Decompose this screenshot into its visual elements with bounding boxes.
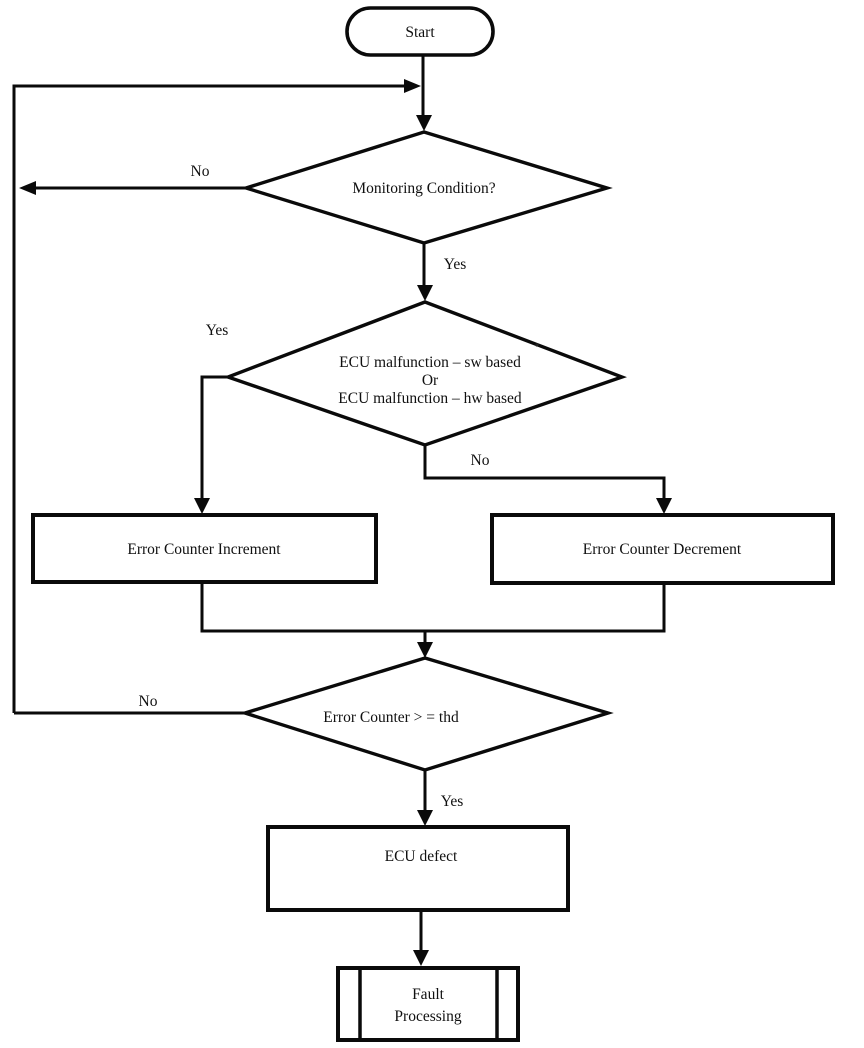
error-counter-decrement-process [490,513,835,585]
error-counter-decrement-label: Error Counter Decrement [583,541,742,558]
malfunction-no-label: No [471,452,490,469]
ecu-defect-process [266,825,570,912]
error-counter-threshold-decision [239,656,614,772]
arrowhead-feedback-junction [404,79,421,93]
arrowhead-into-decrement [656,498,672,514]
ecu-malfunction-label-line1: ECU malfunction – sw based [339,354,521,371]
threshold-yes-label: Yes [441,793,464,810]
arrowhead-into-defect [417,810,433,826]
arrowhead-into-monitoring [416,115,432,131]
arrowhead-into-increment [194,498,210,514]
monitoring-condition-decision [240,130,613,245]
ecu-malfunction-decision [223,300,627,447]
edge-malfunction-no [423,445,666,502]
malfunction-yes-label: Yes [206,322,229,339]
arrowhead-into-fault [413,950,429,966]
fault-processing-predefined-process [336,966,520,1042]
ecu-malfunction-label-line2: Or [422,372,439,389]
error-counter-increment-process [31,513,378,584]
fault-processing-label-line2: Processing [394,1008,461,1025]
arrowhead-monitoring-no [19,181,36,195]
arrowhead-into-threshold [417,642,433,658]
ecu-defect-label: ECU defect [385,848,458,865]
threshold-no-label: No [139,693,158,710]
error-counter-threshold-label: Error Counter > = thd [323,709,459,726]
start-label: Start [405,24,435,41]
edge-feedback-loop [12,84,404,713]
monitoring-yes-label: Yes [444,256,467,273]
ecu-malfunction-label-line3: ECU malfunction – hw based [338,390,522,407]
scan-artifact-dot [535,343,539,347]
monitoring-no-label: No [191,163,210,180]
edge-merge-boxes [200,582,666,633]
edge-malfunction-yes [200,375,228,502]
monitoring-condition-label: Monitoring Condition? [352,180,495,197]
start-terminator [345,6,495,57]
error-counter-increment-label: Error Counter Increment [127,541,281,558]
fault-processing-label-line1: Fault [412,986,445,1003]
arrowhead-into-malfunction [417,285,433,301]
